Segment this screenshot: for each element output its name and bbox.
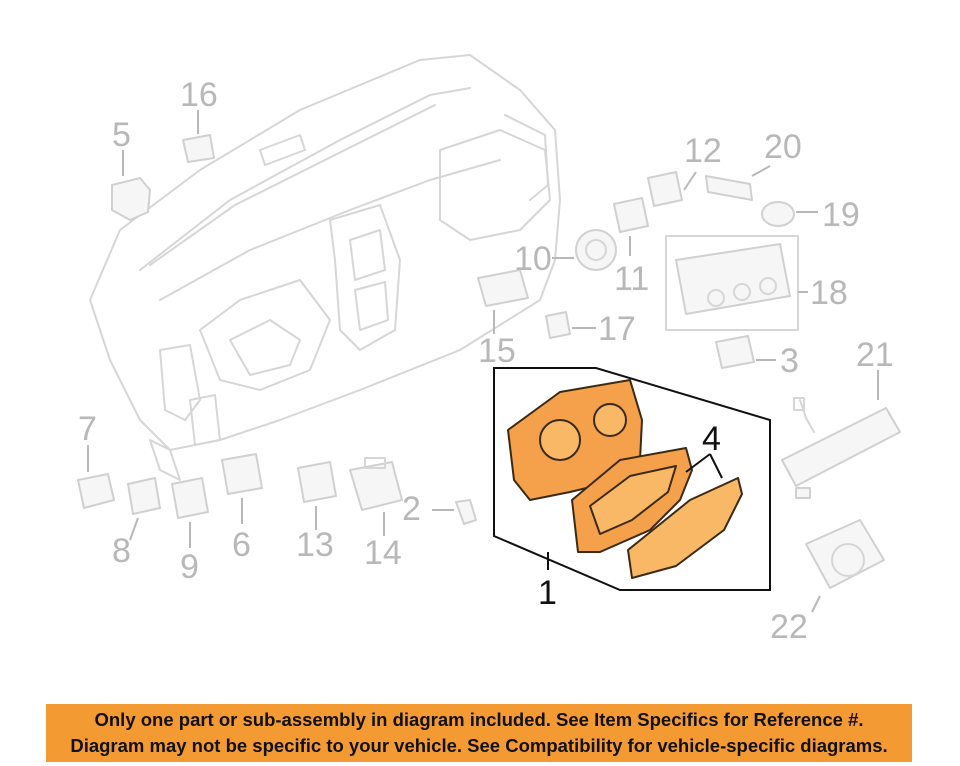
part-4-cluster-lens	[627, 477, 743, 579]
part-19-knob	[761, 201, 818, 227]
callout-3: 3	[780, 342, 799, 380]
part-15-switch	[477, 269, 529, 334]
dashboard-assembly	[89, 54, 561, 481]
part-16-sensor	[182, 110, 215, 163]
callout-13: 13	[296, 526, 334, 564]
part-22-clock	[805, 519, 885, 613]
callout-16: 16	[180, 76, 218, 114]
instrument-cluster-group	[493, 367, 771, 591]
callout-12: 12	[684, 132, 722, 170]
callout-22: 22	[770, 608, 808, 646]
part-9-switch	[171, 477, 209, 548]
part-1-cluster-front	[571, 447, 693, 553]
callout-4: 4	[702, 420, 721, 458]
part-10-knob	[552, 229, 617, 271]
callout-18: 18	[810, 274, 848, 312]
callout-17: 17	[598, 310, 636, 348]
callout-14: 14	[364, 534, 402, 572]
callout-20: 20	[764, 128, 802, 166]
part-8-switch	[127, 477, 161, 541]
part-7-switch	[77, 445, 115, 509]
part-12-switch	[647, 171, 697, 207]
callout-15: 15	[478, 332, 516, 370]
callout-7: 7	[78, 410, 97, 448]
callout-8: 8	[112, 532, 131, 570]
callout-6: 6	[232, 526, 251, 564]
part-6-switch	[221, 453, 263, 524]
callout-19: 19	[822, 196, 860, 234]
callout-9: 9	[180, 548, 199, 586]
callout-2: 2	[402, 490, 421, 528]
disclaimer-banner: Only one part or sub-assembly in diagram…	[46, 704, 912, 762]
part-20-knob	[705, 165, 771, 201]
callout-21: 21	[856, 336, 894, 374]
part-21-module	[781, 370, 901, 499]
part-11-switch	[613, 197, 649, 256]
part-13-switch	[297, 461, 337, 530]
part-17-clip	[545, 311, 596, 339]
parts-diagram: 16 5 12 20 19 10 11 18 17 15 3 21 7 4 2 …	[77, 54, 901, 646]
disclaimer-line-2: Diagram may not be specific to your vehi…	[70, 735, 888, 756]
callout-11: 11	[614, 260, 649, 298]
part-5-switch	[111, 150, 151, 221]
part-18-climate-control	[665, 235, 808, 331]
part-2-screw	[432, 499, 477, 525]
callout-10: 10	[514, 240, 552, 278]
disclaimer-line-1: Only one part or sub-assembly in diagram…	[94, 709, 864, 730]
part-14-switch	[349, 457, 403, 536]
part-3-switch	[715, 335, 776, 369]
callout-1: 1	[538, 574, 557, 612]
callout-5: 5	[112, 116, 131, 154]
